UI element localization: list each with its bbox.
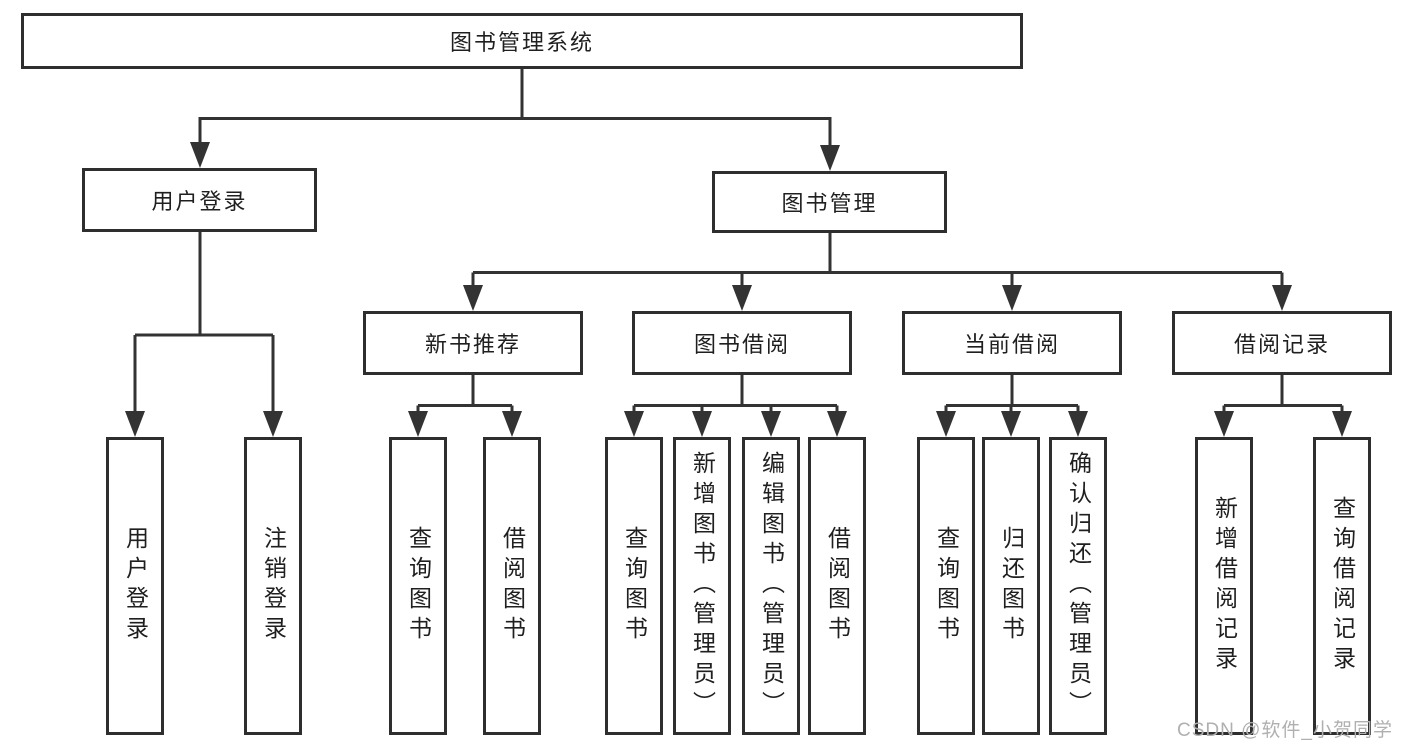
node-library-management-system: 图书管理系统 — [21, 13, 1023, 69]
arrowheads — [125, 142, 1352, 437]
leaf-user-login-label: 用户登录 — [122, 526, 149, 646]
leaf-add-borrow-record-label: 新增借阅记录 — [1211, 496, 1238, 676]
leaf-query-books-recommend-label: 查询图书 — [405, 526, 432, 646]
leaf-query-books-borrowing-label: 查询图书 — [621, 526, 648, 646]
leaf-edit-books-admin-label: 编辑图书（管理员） — [758, 451, 785, 721]
connector-book-management — [471, 233, 1284, 285]
leaf-borrow-books-recommend: 借阅图书 — [483, 437, 541, 735]
connector-user-login — [133, 232, 275, 411]
leaf-edit-books-admin: 编辑图书（管理员） — [742, 437, 800, 735]
node-book-borrowing: 图书借阅 — [632, 311, 852, 375]
connector-current — [944, 375, 1080, 412]
node-borrowing-records: 借阅记录 — [1172, 311, 1392, 375]
connector-new-book — [416, 375, 514, 412]
leaf-borrow-books-borrowing: 借阅图书 — [808, 437, 866, 735]
leaf-borrow-books-borrowing-label: 借阅图书 — [824, 526, 851, 646]
leaf-add-books-admin-label: 新增图书（管理员） — [689, 451, 716, 721]
leaf-add-books-admin: 新增图书（管理员） — [673, 437, 731, 735]
node-new-book-recommendation: 新书推荐 — [363, 311, 583, 375]
leaf-query-books-current-label: 查询图书 — [933, 526, 960, 646]
leaf-confirm-return-admin: 确认归还（管理员） — [1049, 437, 1107, 735]
leaf-return-books: 归还图书 — [982, 437, 1040, 735]
leaf-borrow-books-recommend-label: 借阅图书 — [499, 526, 526, 646]
leaf-query-borrow-record: 查询借阅记录 — [1313, 437, 1371, 735]
leaf-query-books-borrowing: 查询图书 — [605, 437, 663, 735]
leaf-query-borrow-record-label: 查询借阅记录 — [1329, 496, 1356, 676]
leaf-return-books-label: 归还图书 — [998, 526, 1025, 646]
connector-borrowing — [632, 375, 839, 412]
leaf-logout-label: 注销登录 — [260, 526, 287, 646]
node-current-borrowing: 当前借阅 — [902, 311, 1122, 375]
leaf-user-login: 用户登录 — [106, 437, 164, 735]
leaf-query-books-recommend: 查询图书 — [389, 437, 447, 735]
connector-root — [198, 69, 832, 145]
leaf-confirm-return-admin-label: 确认归还（管理员） — [1065, 451, 1092, 721]
watermark: CSDN @软件_小贺同学 — [1177, 720, 1393, 741]
node-book-management: 图书管理 — [712, 171, 947, 233]
leaf-query-books-current: 查询图书 — [917, 437, 975, 735]
node-user-login: 用户登录 — [82, 168, 317, 232]
leaf-add-borrow-record: 新增借阅记录 — [1195, 437, 1253, 735]
leaf-logout: 注销登录 — [244, 437, 302, 735]
connector-records — [1222, 375, 1344, 412]
